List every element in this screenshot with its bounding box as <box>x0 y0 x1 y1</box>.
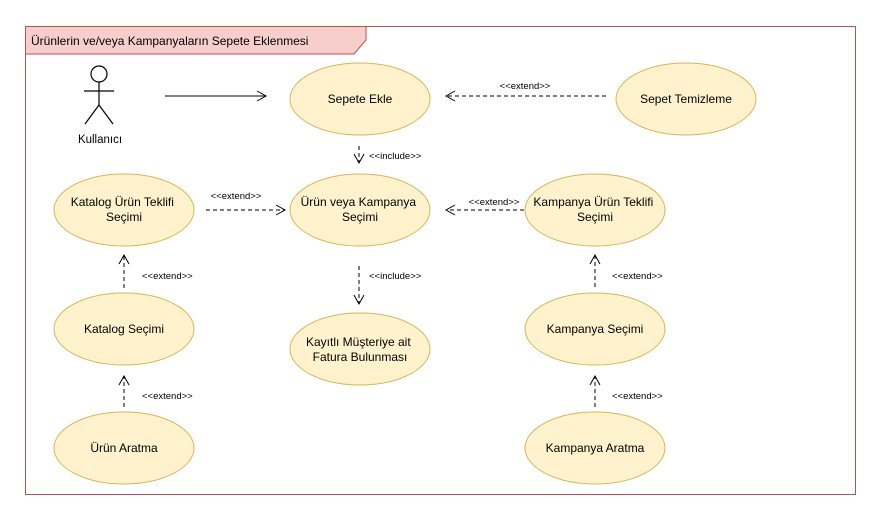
stereotype-label: <<extend>> <box>612 271 663 282</box>
use-case-kampanya-secimi[interactable]: Kampanya Seçimi <box>524 292 666 366</box>
stereotype-label: <<extend>> <box>211 191 262 202</box>
use-case-urun-kampanya-secimi[interactable]: Ürün veya Kampanya Seçimi <box>289 173 431 247</box>
stereotype-label: <<extend>> <box>500 81 551 92</box>
svg-text:Katalog Seçimi: Katalog Seçimi <box>84 322 164 336</box>
actor-head <box>90 65 108 83</box>
system-boundary <box>25 26 856 495</box>
use-case-label: Seçimi <box>342 210 378 224</box>
svg-text:Kayıtlı Müşteriye ait Fa: Kayıtlı Müşteriye ait Fatura Bulunması <box>306 335 414 364</box>
stereotype-label: <<include>> <box>369 151 422 162</box>
use-case-label: Seçimi <box>106 210 142 224</box>
use-case-kampanya-aratma[interactable]: Kampanya Aratma <box>524 411 666 485</box>
svg-text:Ürün Aratma: Ürün Aratma <box>90 441 158 455</box>
svg-text:Sepete Ekle: Sepete Ekle <box>328 92 393 106</box>
svg-text:Ürün veya Kampanya Seçim: Ürün veya Kampanya Seçimi <box>301 195 420 224</box>
svg-text:Kampanya Aratma: Kampanya Aratma <box>546 441 645 455</box>
svg-text:Sepet Temizleme: Sepet Temizleme <box>640 92 732 106</box>
use-case-urun-aratma[interactable]: Ürün Aratma <box>53 411 195 485</box>
stereotype-label: <<extend>> <box>142 391 193 402</box>
stereotype-label: <<extend>> <box>469 197 520 208</box>
use-case-sepet-temizleme[interactable]: Sepet Temizleme <box>615 62 757 136</box>
boundary-title: Ürünlerin ve/veya Kampanyaların Sepete E… <box>31 34 308 48</box>
use-case-label: Kampanya Ürün Teklifi <box>533 195 653 209</box>
use-case-katalog-secimi[interactable]: Katalog Seçimi <box>53 292 195 366</box>
use-case-label: Kampanya Aratma <box>546 441 645 455</box>
svg-text:Kampanya Ürün Teklifi Se: Kampanya Ürün Teklifi Seçimi <box>533 195 656 224</box>
actor-left-leg <box>84 104 100 125</box>
svg-text:Kampanya Seçimi: Kampanya Seçimi <box>547 322 644 336</box>
stereotype-label: <<extend>> <box>612 391 663 402</box>
actor-right-leg <box>98 104 114 125</box>
use-case-label: Fatura Bulunması <box>313 350 408 364</box>
use-case-sepete-ekle[interactable]: Sepete Ekle <box>289 62 431 136</box>
use-case-kampanya-urun-teklifi[interactable]: Kampanya Ürün Teklifi Seçimi <box>524 173 666 247</box>
use-case-label: Ürün Aratma <box>90 441 158 455</box>
svg-text:Katalog Ürün Teklifi Seç: Katalog Ürün Teklifi Seçimi <box>71 195 178 224</box>
stereotype-label: <<extend>> <box>142 271 193 282</box>
use-case-label: Katalog Ürün Teklifi <box>71 195 174 209</box>
use-case-label: Kayıtlı Müşteriye ait <box>306 335 411 349</box>
use-case-label: Sepet Temizleme <box>640 92 732 106</box>
use-case-label: Ürün veya Kampanya <box>301 195 417 209</box>
use-case-label: Katalog Seçimi <box>84 322 164 336</box>
actor-label: Kullanıcı <box>78 134 122 146</box>
use-case-label: Kampanya Seçimi <box>547 322 644 336</box>
boundary-title-tab <box>25 26 367 55</box>
use-case-label: Sepete Ekle <box>328 92 393 106</box>
stereotype-label: <<include>> <box>369 271 422 282</box>
use-case-label: Seçimi <box>577 210 613 224</box>
actor-user[interactable] <box>84 65 114 125</box>
use-case-kayitli-musteri-fatura[interactable]: Kayıtlı Müşteriye ait Fatura Bulunması <box>289 312 431 386</box>
use-case-katalog-urun-teklifi[interactable]: Katalog Ürün Teklifi Seçimi <box>53 173 195 247</box>
